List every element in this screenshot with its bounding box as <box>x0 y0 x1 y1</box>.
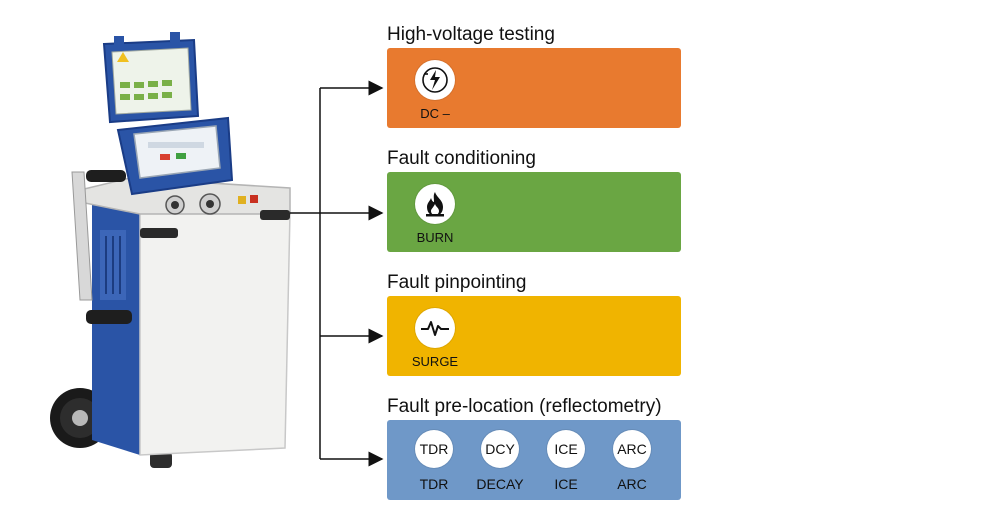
section-title-conditioning: Fault conditioning <box>387 148 536 169</box>
badge-label-arc: ARC <box>617 441 647 457</box>
mode-caption-surge: SURGE <box>411 354 459 369</box>
panel-prelocation: TDR TDR DCY DECAY ICE ICE ARC ARC <box>387 420 681 500</box>
section-title-pinpointing: Fault pinpointing <box>387 272 527 293</box>
mode-tile-decay: DCY DECAY <box>469 430 531 492</box>
fault-location-system-illustration <box>50 32 291 468</box>
badge-label-tdr: TDR <box>419 441 449 457</box>
section-title-high-voltage: High-voltage testing <box>387 24 555 45</box>
mode-tile-burn: BURN <box>399 184 471 245</box>
cart-front-panel <box>139 211 291 456</box>
mode-caption-arc: ARC <box>617 476 647 492</box>
mode-tile-surge: SURGE <box>399 308 471 369</box>
mode-badge-arc: ARC <box>613 430 651 468</box>
lower-grip <box>86 310 132 324</box>
mode-tile-arc: ARC ARC <box>601 430 663 492</box>
panel-high-voltage: DC – <box>387 48 681 128</box>
control-knobs <box>165 193 258 215</box>
flame-icon <box>415 184 455 224</box>
mode-badge-tdr: TDR <box>415 430 453 468</box>
cart-handle <box>71 171 93 301</box>
mode-caption-tdr: TDR <box>419 476 449 492</box>
mode-caption-ice: ICE <box>554 476 578 492</box>
section-title-prelocation: Fault pre-location (reflectometry) <box>387 396 662 417</box>
badge-label-dcy: DCY <box>485 441 515 457</box>
mode-tile-ice: ICE ICE <box>535 430 597 492</box>
yellow-warning-triangle-icon <box>117 52 129 62</box>
mode-caption-burn: BURN <box>416 230 454 245</box>
mode-caption-dc: DC – <box>420 106 450 121</box>
panel-pinpointing: SURGE <box>387 296 681 376</box>
badge-label-ice: ICE <box>554 441 578 457</box>
mode-tile-dc: DC – <box>399 60 471 121</box>
mode-caption-decay: DECAY <box>476 476 524 492</box>
pulse-wave-icon <box>415 308 455 348</box>
panel-conditioning: BURN <box>387 172 681 252</box>
mode-tile-tdr: TDR TDR <box>403 430 465 492</box>
mode-badge-dcy: DCY <box>481 430 519 468</box>
handle-grip <box>86 170 126 182</box>
mode-badge-ice: ICE <box>547 430 585 468</box>
dc-minus-lightning-icon <box>415 60 455 100</box>
